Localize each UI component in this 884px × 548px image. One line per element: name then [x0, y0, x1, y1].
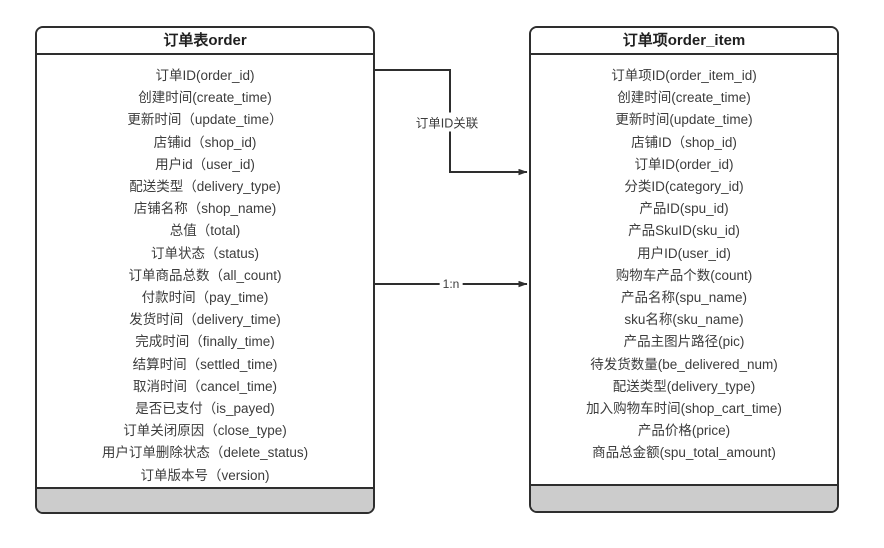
entity-field: 发货时间（delivery_time) [129, 312, 281, 328]
entity-field: 配送类型(delivery_type) [612, 378, 756, 394]
entity-field: 订单商品总数（all_count) [128, 267, 282, 283]
entity-field: 加入购物车时间(shop_cart_time) [586, 401, 782, 417]
entity-field: 订单项ID(order_item_id) [611, 68, 757, 83]
entity-field-list-order-item: 订单项ID(order_item_id) 创建时间(create_time) 更… [531, 55, 837, 484]
entity-footer-order [37, 486, 373, 512]
entity-box-order-item[interactable]: 订单项order_item 订单项ID(order_item_id) 创建时间(… [529, 26, 839, 513]
entity-field: 总值（total) [169, 223, 241, 239]
entity-field: 取消时间（cancel_time) [132, 378, 278, 394]
entity-field: 更新时间（update_time） [127, 112, 283, 128]
entity-field: 店铺ID（shop_id) [631, 134, 737, 150]
entity-field: 店铺id（shop_id) [153, 134, 257, 150]
entity-field: 商品总金额(spu_total_amount) [592, 445, 776, 461]
entity-title-order-item: 订单项order_item [531, 28, 837, 55]
entity-field: 产品SkuID(sku_id) [628, 223, 740, 239]
entity-field: 产品主图片路径(pic) [623, 334, 745, 350]
entity-field: 产品名称(spu_name) [620, 290, 748, 306]
entity-field: 订单关闭原因（close_type) [123, 423, 287, 439]
entity-field: 订单版本号（version) [140, 467, 270, 483]
entity-field: 分类ID(category_id) [624, 179, 744, 195]
entity-field: 产品价格(price) [637, 423, 731, 439]
entity-field: 订单ID(order_id) [155, 68, 255, 83]
entity-field: 配送类型（delivery_type) [129, 179, 281, 195]
connector-label-cardinality: 1:n [439, 277, 463, 291]
entity-field: 结算时间（settled_time) [132, 356, 278, 372]
entity-box-order[interactable]: 订单表order 订单ID(order_id) 创建时间(create_time… [35, 26, 375, 514]
entity-title-order: 订单表order [37, 28, 373, 55]
entity-field: 购物车产品个数(count) [615, 267, 753, 283]
entity-footer-order-item [531, 484, 837, 511]
entity-field: 是否已支付（is_payed) [135, 401, 275, 417]
entity-field: 更新时间(update_time) [615, 112, 753, 128]
entity-field: 创建时间(create_time) [138, 90, 272, 106]
entity-field: 产品ID(spu_id) [639, 201, 729, 217]
entity-field: 用户订单删除状态（delete_status) [101, 445, 309, 461]
entity-field: 完成时间（finally_time) [135, 334, 275, 350]
entity-field: 订单状态（status) [150, 245, 259, 261]
entity-field: 待发货数量(be_delivered_num) [590, 356, 778, 372]
entity-field: sku名称(sku_name) [624, 312, 744, 328]
entity-field: 用户ID(user_id) [637, 245, 731, 261]
entity-field: 付款时间（pay_time) [141, 290, 269, 306]
connector-label-order-id-relation: 订单ID关联 [412, 112, 482, 132]
entity-field: 店铺名称（shop_name) [133, 201, 277, 217]
entity-field: 用户id（user_id) [155, 156, 255, 172]
entity-field: 订单ID(order_id) [634, 156, 734, 172]
entity-field-list-order: 订单ID(order_id) 创建时间(create_time) 更新时间（up… [37, 55, 373, 487]
entity-field: 创建时间(create_time) [617, 90, 751, 106]
